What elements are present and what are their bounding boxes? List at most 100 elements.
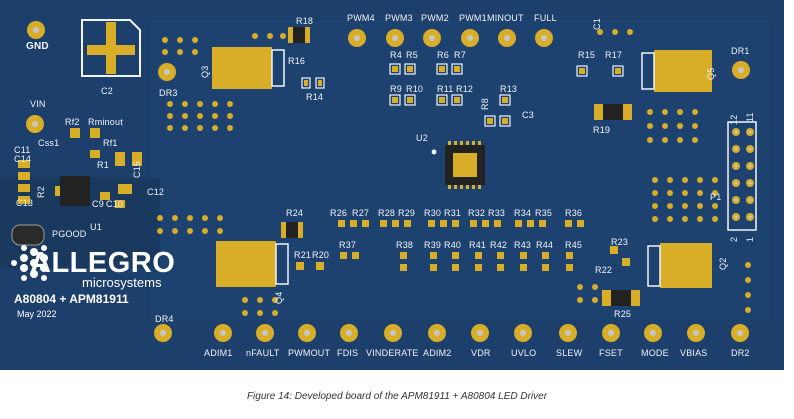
ref-r41: R41 — [469, 240, 487, 250]
board-artwork — [0, 19, 757, 342]
ref-p1: P1 — [710, 192, 722, 202]
ref-r29: R29 — [398, 208, 416, 218]
ref-dr4: DR4 — [155, 314, 174, 324]
bottom-pin-label: VINDERATE — [366, 348, 419, 358]
bottom-pin-label: VDR — [471, 348, 491, 358]
ref-r28: R28 — [378, 208, 396, 218]
bottom-pin-label: FSET — [599, 348, 623, 358]
ref-rf1: Rf1 — [103, 138, 118, 148]
ref-r26: R26 — [330, 208, 348, 218]
ref-r43: R43 — [514, 240, 532, 250]
top-pin-label: PWM2 — [421, 13, 449, 23]
top-pin-label: PWM4 — [347, 13, 375, 23]
ref-r8: R8 — [480, 98, 490, 110]
ref-dr1: DR1 — [731, 46, 750, 56]
top-pin-label: MINOUT — [487, 13, 524, 23]
ref-u1: U1 — [90, 222, 102, 232]
ref-r24: R24 — [286, 208, 304, 218]
ref-r6: R6 — [437, 50, 449, 60]
ref-r14: R14 — [306, 92, 324, 102]
ref-r27: R27 — [352, 208, 370, 218]
ref-rminout: Rminout — [88, 117, 123, 127]
ref-r36: R36 — [565, 208, 583, 218]
ref-r13: R13 — [500, 84, 518, 94]
ref-r20: R20 — [312, 250, 330, 260]
bottom-pin-label: SLEW — [556, 348, 583, 358]
top-pin-label: PWM3 — [385, 13, 413, 23]
ref-c11: C11 — [14, 145, 31, 155]
board-title: A80804 + APM81911 — [14, 292, 129, 306]
ref-c1: C1 — [592, 18, 602, 30]
ref-r23: R23 — [611, 237, 629, 247]
bottom-pin-label: DR2 — [731, 348, 750, 358]
ref-r17: R17 — [605, 50, 623, 60]
ref-c14: C14 — [14, 154, 32, 164]
bottom-pin-label: FDIS — [337, 348, 359, 358]
allegro-logo-text: ALLEGRO — [30, 247, 176, 279]
board-date: May 2022 — [17, 309, 57, 319]
ref-r44: R44 — [536, 240, 554, 250]
ref-r39: R39 — [424, 240, 442, 250]
ref-q4: Q4 — [274, 291, 284, 304]
pgood-label: PGOOD — [52, 229, 87, 239]
bottom-pin-label: ADIM2 — [423, 348, 452, 358]
bottom-pin-label: UVLO — [511, 348, 537, 358]
ref-dr3: DR3 — [159, 88, 178, 98]
ref-r34: R34 — [514, 208, 532, 218]
ref-c2: C2 — [101, 86, 113, 96]
bottom-pin-label: MODE — [641, 348, 669, 358]
ref-c13: C13 — [16, 198, 34, 208]
ref-r19: R19 — [593, 125, 611, 135]
ref-r16: R16 — [288, 56, 306, 66]
top-test-points — [26, 21, 750, 133]
pcb-board: GND VIN PWM4 PWM3 PWM2 PWM1 MINOUT FULL … — [0, 0, 784, 370]
ref-c15: C15 — [132, 160, 142, 178]
ref-r18: R18 — [296, 16, 314, 26]
bottom-pin-label: PWMOUT — [288, 348, 331, 358]
top-pin-label: PWM1 — [459, 13, 487, 23]
ref-r22: R22 — [595, 265, 613, 275]
top-pin-label: FULL — [534, 13, 557, 23]
ref-r5: R5 — [406, 50, 418, 60]
ref-r21: R21 — [294, 250, 312, 260]
allegro-logo-subtext: microsystems — [82, 275, 162, 290]
ref-r42: R42 — [490, 240, 508, 250]
ref-r4: R4 — [390, 50, 402, 60]
ref-r12: R12 — [456, 84, 474, 94]
figure-caption: Figure 14: Developed board of the APM819… — [246, 391, 548, 402]
ref-c10: C10 — [106, 199, 124, 209]
ref-r35: R35 — [535, 208, 553, 218]
ref-q5: Q5 — [706, 67, 716, 80]
ref-u2: U2 — [416, 133, 428, 143]
ref-r15: R15 — [578, 50, 596, 60]
bottom-test-points — [154, 324, 749, 342]
ref-r40: R40 — [444, 240, 462, 250]
gnd-label: GND — [26, 41, 49, 52]
ref-r2: R2 — [36, 186, 46, 198]
ref-c9: C9 — [92, 199, 104, 209]
ref-q2: Q2 — [718, 257, 728, 270]
header-pin-12: 12 — [729, 114, 739, 125]
ref-r30: R30 — [424, 208, 442, 218]
ref-q3: Q3 — [200, 65, 210, 78]
vin-label: VIN — [30, 99, 46, 109]
ref-rf2: Rf2 — [65, 117, 80, 127]
ref-r32: R32 — [468, 208, 486, 218]
ref-r33: R33 — [488, 208, 506, 218]
ref-c3: C3 — [522, 110, 534, 120]
bottom-pin-label: VBIAS — [680, 348, 708, 358]
ref-c12: C12 — [147, 187, 165, 197]
ref-r25: R25 — [614, 309, 632, 319]
ref-r11: R11 — [437, 84, 454, 94]
ref-r9: R9 — [390, 84, 402, 94]
ref-r37: R37 — [339, 240, 357, 250]
ref-r31: R31 — [444, 208, 462, 218]
ref-r10: R10 — [406, 84, 424, 94]
header-pin-1: 1 — [745, 236, 755, 242]
ref-css1: Css1 — [38, 138, 60, 148]
header-pin-2: 2 — [729, 236, 739, 242]
ref-r38: R38 — [396, 240, 414, 250]
ref-r1: R1 — [97, 160, 109, 170]
bottom-pin-label: nFAULT — [246, 348, 280, 358]
ref-r45: R45 — [565, 240, 583, 250]
